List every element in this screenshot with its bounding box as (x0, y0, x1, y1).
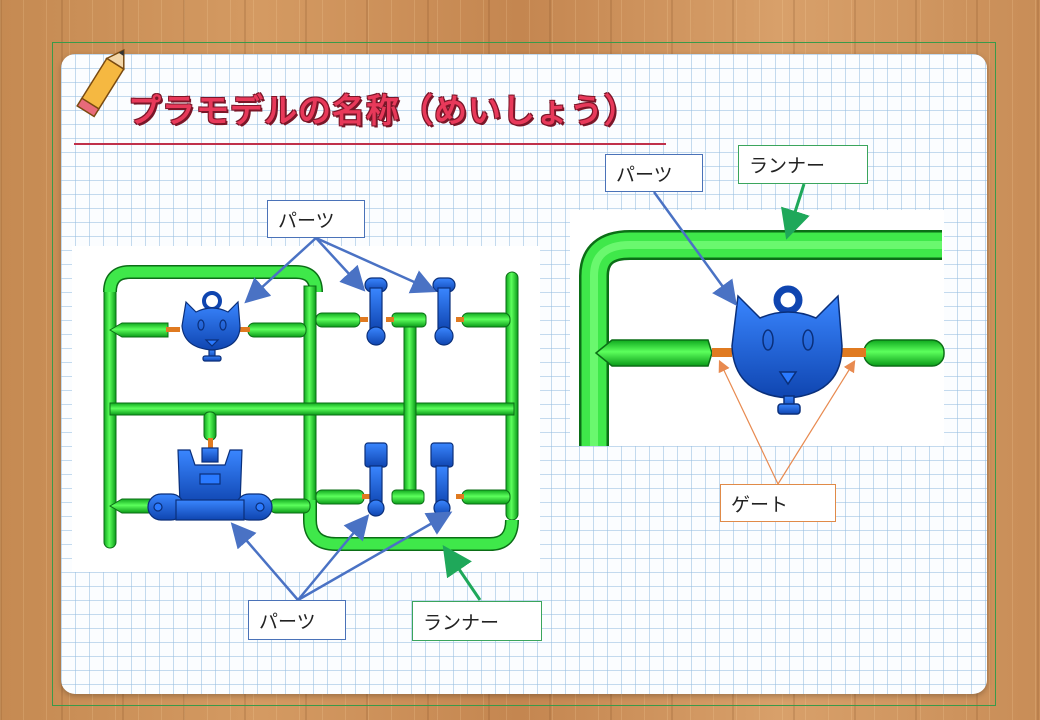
label-parts-bottom-left: パーツ (248, 600, 346, 640)
title-underline (74, 143, 666, 145)
label-runner-bottom-left: ランナー (412, 601, 542, 641)
slide-frame (52, 42, 996, 706)
runner-frame (103, 265, 519, 551)
label-runner-right: ランナー (738, 145, 868, 184)
label-gate-right: ゲート (720, 484, 836, 522)
page-title: プラモデルの名称（めいしょう） (128, 91, 638, 130)
label-parts-top-left: パーツ (267, 200, 365, 238)
gates (166, 317, 464, 499)
label-parts-right: パーツ (605, 154, 703, 192)
